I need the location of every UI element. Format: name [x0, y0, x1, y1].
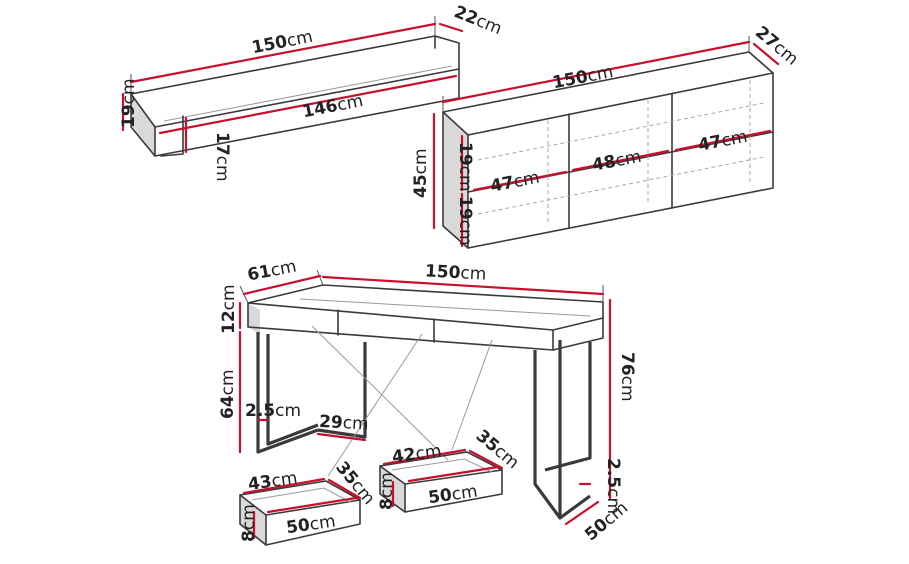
- desk-top-outline: [247, 302, 604, 351]
- desk: 61cm 150cm 12cm 64cm 76cm 2.5cm 29cm 2.5…: [218, 256, 637, 545]
- cabinet-lower-height-label: 19cm: [455, 196, 475, 246]
- drawer-left-inner: [251, 487, 351, 503]
- desk-right-leg-back: [544, 342, 592, 472]
- desk-foot-label: 29cm: [319, 412, 370, 435]
- desk-top-inner-line: [299, 298, 591, 317]
- cabinet-width-dim-line: [441, 40, 751, 104]
- shelf-inner-height-label: 17cm: [212, 132, 232, 182]
- drawer-right: 42cm 35cm 8cm 50cm: [377, 426, 523, 513]
- desk-top-side-shade: [248, 303, 260, 335]
- desk-profile-right-label: 2.5cm: [603, 458, 623, 514]
- cabinet-left-width-dim-line: [472, 170, 568, 192]
- drawer-right-length-dim-line: [407, 465, 500, 483]
- drawer-right-width-label: 42cm: [391, 441, 443, 468]
- cabinet-right-width-dim-line: [674, 129, 772, 152]
- desk-total-height-label: 76cm: [617, 352, 637, 402]
- cabinet-depth-dim-line: [752, 42, 780, 66]
- desk-left-leg: [256, 332, 319, 454]
- shelf-depth-label: 22cm: [451, 2, 504, 39]
- desk-width-label: 150cm: [424, 261, 486, 284]
- cabinet-height-label: 45cm: [411, 148, 431, 198]
- shelf-left-edge: [130, 93, 156, 128]
- cabinet-middle-width-dim-line: [571, 149, 670, 172]
- cabinet-upper-height-label: 19cm: [455, 142, 475, 192]
- drawer-right-outline: [379, 451, 503, 513]
- ext-line: [316, 269, 324, 286]
- drawer-right-edge: [379, 465, 406, 485]
- desk-top-back-edge: [247, 284, 604, 319]
- drawer-right-width-dim-line: [382, 448, 467, 466]
- drawer-left: 43cm 35cm 8cm 50cm: [239, 458, 379, 546]
- drawer-leader-line: [311, 325, 449, 461]
- shelf-inner-line: [163, 65, 453, 122]
- drawer-right-length-label: 50cm: [427, 482, 479, 509]
- desk-left-leg-inner: [266, 334, 319, 446]
- cabinet-left-width-label: 47cm: [489, 168, 541, 197]
- shelf-front-top-edge: [154, 68, 460, 128]
- drawer-left-width-dim-line: [242, 477, 326, 495]
- drawer-right-height-label: 8cm: [377, 472, 397, 510]
- cabinet-front-top: [467, 72, 774, 136]
- desk-right-leg: [533, 340, 562, 520]
- cabinet-edge: [442, 111, 469, 136]
- drawer-left-depth-dim-line: [327, 478, 362, 500]
- drawer-left-length-label: 50cm: [285, 512, 337, 539]
- shelf-side-shade: [131, 94, 155, 156]
- shelf-left-side: [130, 93, 156, 157]
- drawer-left-length-dim-line: [266, 496, 358, 514]
- drawer-left-height-label: 8cm: [239, 504, 259, 542]
- desk-width-dim-line: [321, 275, 605, 296]
- drawer-left-outline: [239, 480, 361, 546]
- desk-foot-dim-line: [316, 432, 367, 442]
- shelf-front-bottom-edge: [154, 97, 460, 157]
- desk-depth-label: 61cm: [246, 256, 298, 285]
- shelf-depth-dim-line: [438, 22, 464, 33]
- drawer-right-front-top: [404, 469, 503, 485]
- desk-depth-dim-line: [242, 274, 322, 296]
- drawer-right-depth-dim-line: [468, 449, 504, 470]
- drawer-left-edge: [239, 494, 267, 516]
- drawer-left-front-top: [265, 499, 361, 516]
- drawer-leader-line: [327, 333, 423, 477]
- shelf-width-dim-line: [129, 22, 437, 84]
- drawer-left-width-label: 43cm: [247, 468, 299, 495]
- desk-top-height-label: 12cm: [219, 284, 239, 334]
- desk-profile-label: 2.5cm: [245, 401, 301, 421]
- desk-left-leg-back: [317, 342, 367, 439]
- drawer-leader-line: [451, 339, 493, 451]
- cabinet-right-width-label: 47cm: [697, 127, 749, 156]
- drawer-right-inner: [391, 458, 493, 473]
- shelf-height-label: 19cm: [119, 78, 139, 128]
- shelf-inner-width-dim-line: [158, 74, 458, 135]
- desk-right-foot: [559, 494, 591, 520]
- desk-base-depth-dim-line: [564, 500, 600, 526]
- desk-leg-height-label: 64cm: [218, 369, 238, 419]
- cabinet-middle-width-label: 48cm: [591, 147, 643, 176]
- low-cabinet: 150cm 27cm 45cm 19cm 19cm 47cm 48cm 47cm: [411, 22, 802, 249]
- cabinet-width-label: 150cm: [551, 62, 615, 93]
- shelf-width-label: 150cm: [250, 27, 314, 58]
